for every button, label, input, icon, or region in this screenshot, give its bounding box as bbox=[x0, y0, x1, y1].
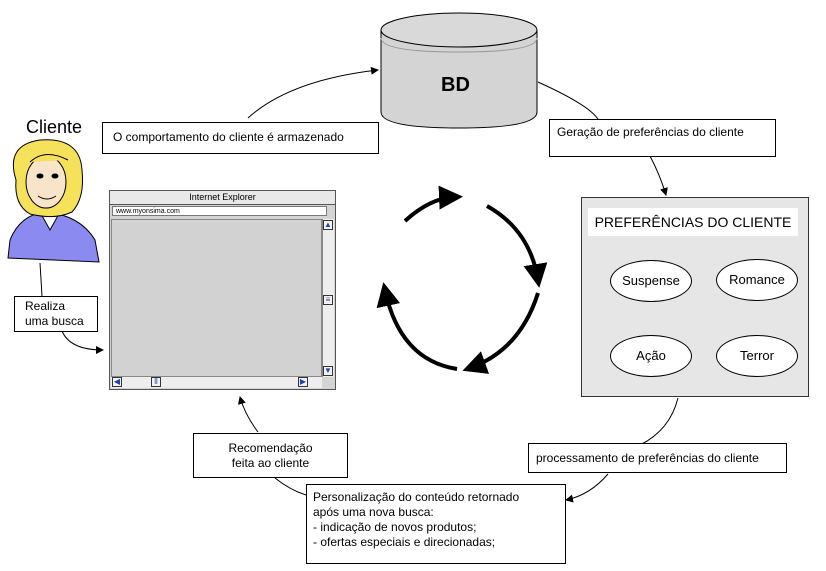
preference-processing-text: processamento de preferências do cliente bbox=[536, 451, 759, 465]
browser-vertical-scrollbar: ▲ ≡ ▼ bbox=[322, 219, 334, 377]
arrow-processing-to-personalization bbox=[565, 473, 609, 503]
personalization-box: Personalização do conteúdo retornado apó… bbox=[306, 484, 566, 564]
search-box: Realiza uma busca bbox=[14, 296, 98, 332]
scroll-thumb-icon: ≡ bbox=[323, 295, 333, 305]
recommendation-box: Recomendação feita ao cliente bbox=[193, 433, 348, 478]
browser-horizontal-scrollbar: ◀ ⦀ ▶ bbox=[111, 376, 322, 388]
node-suspense: Suspense bbox=[610, 260, 692, 302]
node-romance: Romance bbox=[716, 259, 798, 301]
node-terror: Terror bbox=[716, 335, 798, 377]
arrow-recommendation-to-browser bbox=[238, 396, 259, 433]
arrow-preferences-to-processing bbox=[639, 397, 679, 446]
line-client-to-search bbox=[39, 262, 43, 297]
node-acao: Ação bbox=[610, 335, 692, 377]
preferences-title: PREFERÊNCIAS DO CLIENTE bbox=[588, 208, 798, 236]
arrow-personalization-to-recommendation bbox=[274, 477, 307, 496]
scroll-right-icon: ▶ bbox=[298, 377, 308, 387]
browser-title: Internet Explorer bbox=[110, 191, 335, 205]
search-text-line-1: Realiza bbox=[25, 299, 66, 313]
personalization-line-3: - indicação de novos produtos; bbox=[313, 520, 477, 534]
preference-generation-box: Geração de preferências do cliente bbox=[549, 119, 776, 157]
scroll-hthumb-icon: ⦀ bbox=[151, 377, 161, 387]
arrow-to-bd bbox=[247, 66, 379, 119]
browser-window: Internet Explorer www.myonsima.com ▲ ≡ ▼… bbox=[109, 190, 336, 390]
client-label: Cliente bbox=[26, 117, 83, 137]
recommendation-text-line-1: Recomendação bbox=[228, 441, 313, 455]
scroll-left-icon: ◀ bbox=[112, 377, 122, 387]
client-avatar bbox=[7, 139, 100, 263]
browser-content-area bbox=[111, 219, 322, 377]
search-text-line-2: uma busca bbox=[25, 314, 84, 328]
arrow-generation-to-preferences bbox=[649, 155, 668, 196]
preference-processing-box: processamento de preferências do cliente bbox=[528, 443, 787, 473]
personalization-line-4: - ofertas especiais e direcionadas; bbox=[313, 535, 496, 549]
scroll-up-icon: ▲ bbox=[323, 220, 333, 230]
database-cylinder bbox=[380, 12, 538, 129]
cycle-icon bbox=[376, 185, 548, 374]
arrow-search-to-browser bbox=[61, 330, 104, 354]
stored-behavior-text: O comportamento do cliente é armazenado bbox=[113, 130, 344, 144]
database-label: BD bbox=[441, 74, 470, 96]
stored-behavior-box: O comportamento do cliente é armazenado bbox=[102, 122, 379, 154]
personalization-line-2: após uma nova busca: bbox=[313, 505, 434, 519]
personalization-line-1: Personalização do conteúdo retornado bbox=[313, 490, 520, 504]
browser-url: www.myonsima.com bbox=[112, 206, 327, 216]
scroll-down-icon: ▼ bbox=[323, 366, 333, 376]
recommendation-text-line-2: feita ao cliente bbox=[231, 456, 310, 470]
preference-generation-text: Geração de preferências do cliente bbox=[557, 125, 744, 139]
